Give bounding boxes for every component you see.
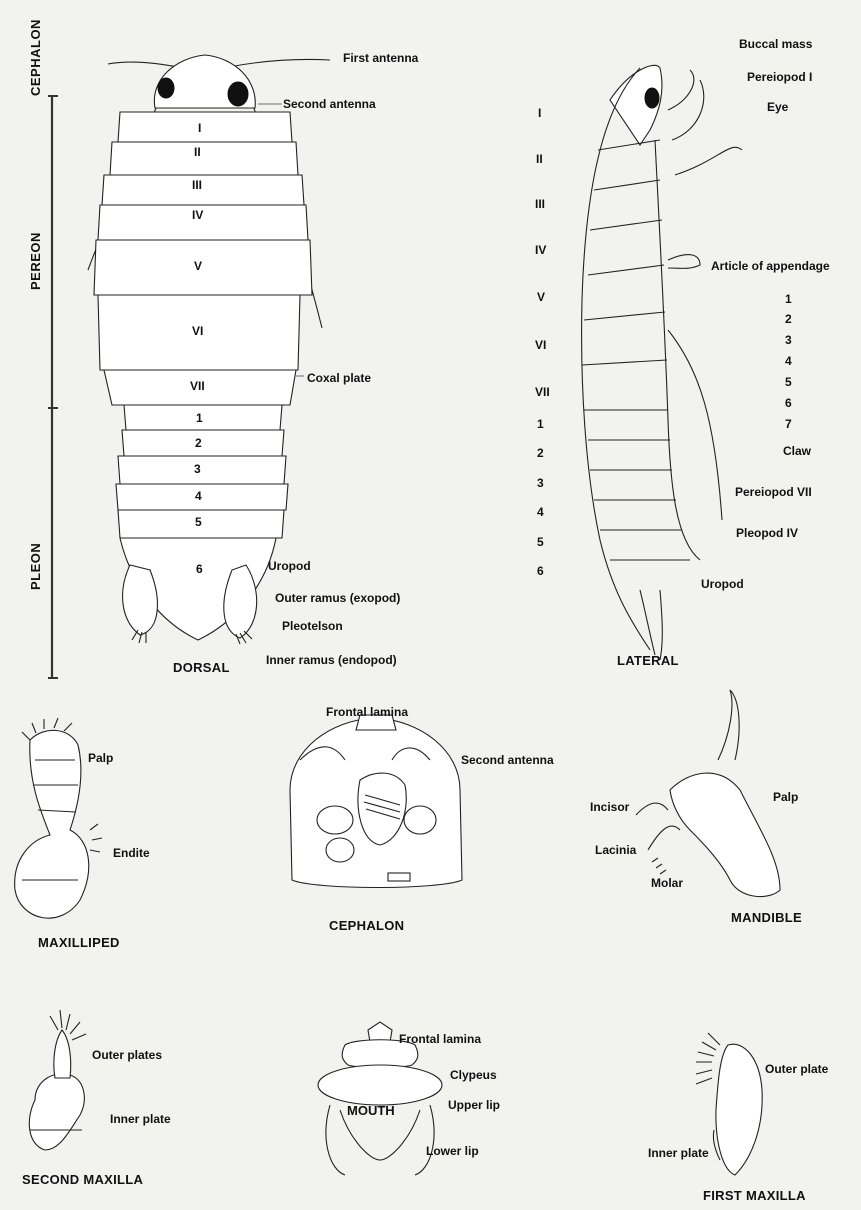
lateral-isopod-drawing	[582, 65, 742, 660]
label-mouth: MOUTH	[347, 1104, 395, 1118]
caption-maxilliped: MAXILLIPED	[38, 936, 120, 950]
dorsal-isopod-drawing	[88, 55, 330, 644]
label-first-antenna: First antenna	[343, 51, 418, 65]
caption-first-maxilla: FIRST MAXILLA	[703, 1189, 806, 1203]
label-eye: Eye	[767, 100, 788, 114]
label-cephalon-second-antenna: Second antenna	[461, 753, 554, 767]
lateral-segment-label: VI	[535, 338, 546, 352]
label-coxal-plate: Coxal plate	[307, 371, 371, 385]
label-mouth-frontal-lamina: Frontal lamina	[399, 1032, 481, 1046]
dorsal-segment-label: 2	[195, 436, 202, 450]
section-label-pereon: PEREON	[28, 232, 43, 290]
lateral-segment-label: 1	[537, 417, 544, 431]
lateral-segment-label: 4	[537, 505, 544, 519]
label-lateral-uropod: Uropod	[701, 577, 744, 591]
section-brackets	[48, 96, 58, 678]
article-number: 2	[785, 312, 792, 326]
dorsal-segment-label: 4	[195, 489, 202, 503]
lateral-segment-label: 2	[537, 446, 544, 460]
lateral-segment-label: 5	[537, 535, 544, 549]
label-upper-lip: Upper lip	[448, 1098, 500, 1112]
article-number: 7	[785, 417, 792, 431]
lateral-segment-label: 3	[537, 476, 544, 490]
label-second-maxilla-inner-plate: Inner plate	[110, 1112, 171, 1126]
label-maxilliped-endite: Endite	[113, 846, 150, 860]
article-number: 1	[785, 292, 792, 306]
label-article-of-appendage: Article of appendage	[711, 259, 830, 273]
dorsal-segment-label: V	[194, 259, 202, 273]
label-pereiopod-vii: Pereiopod VII	[735, 485, 812, 499]
dorsal-segment-label: I	[198, 121, 201, 135]
label-incisor: Incisor	[590, 800, 629, 814]
caption-second-maxilla: SECOND MAXILLA	[22, 1173, 143, 1187]
label-pereiopod-i: Pereiopod I	[747, 70, 812, 84]
dorsal-segment-label: 1	[196, 411, 203, 425]
caption-lateral: LATERAL	[617, 654, 679, 668]
cephalon-ventral-drawing	[290, 715, 462, 888]
dorsal-segment-label: VI	[192, 324, 203, 338]
label-claw: Claw	[783, 444, 811, 458]
label-lower-lip: Lower lip	[426, 1144, 479, 1158]
section-label-pleon: PLEON	[28, 543, 43, 590]
lateral-segment-label: VII	[535, 385, 550, 399]
label-buccal-mass: Buccal mass	[739, 37, 812, 51]
label-dorsal-uropod: Uropod	[268, 559, 311, 573]
section-label-cephalon: CEPHALON	[28, 19, 43, 96]
lateral-segment-label: II	[536, 152, 543, 166]
article-number: 6	[785, 396, 792, 410]
caption-mandible: MANDIBLE	[731, 911, 802, 925]
dorsal-segment-label: IV	[192, 208, 203, 222]
second-maxilla-drawing	[29, 1010, 86, 1150]
label-first-maxilla-inner-plate: Inner plate	[648, 1146, 709, 1160]
label-first-maxilla-outer-plate: Outer plate	[765, 1062, 828, 1076]
label-cephalon-frontal-lamina: Frontal lamina	[326, 705, 408, 719]
lateral-segment-label: 6	[537, 564, 544, 578]
dorsal-segment-label: II	[194, 145, 201, 159]
dorsal-segment-label: 3	[194, 462, 201, 476]
caption-dorsal: DORSAL	[173, 661, 230, 675]
label-mandible-palp: Palp	[773, 790, 798, 804]
mandible-drawing	[636, 690, 780, 897]
lateral-segment-label: I	[538, 106, 541, 120]
label-inner-ramus: Inner ramus (endopod)	[266, 653, 397, 667]
lateral-segment-label: V	[537, 290, 545, 304]
dorsal-segment-label: III	[192, 178, 202, 192]
dorsal-segment-label: 6	[196, 562, 203, 576]
label-outer-ramus: Outer ramus (exopod)	[275, 591, 400, 605]
dorsal-segment-label: 5	[195, 515, 202, 529]
dorsal-segment-label: VII	[190, 379, 205, 393]
maxilliped-drawing	[15, 718, 102, 918]
lateral-segment-label: III	[535, 197, 545, 211]
caption-cephalon: CEPHALON	[329, 919, 404, 933]
article-number: 5	[785, 375, 792, 389]
article-number: 4	[785, 354, 792, 368]
label-pleotelson: Pleotelson	[282, 619, 343, 633]
label-maxilliped-palp: Palp	[88, 751, 113, 765]
article-number: 3	[785, 333, 792, 347]
label-second-antenna: Second antenna	[283, 97, 376, 111]
lateral-segment-label: IV	[535, 243, 546, 257]
label-pleopod-iv: Pleopod IV	[736, 526, 798, 540]
label-clypeus: Clypeus	[450, 1068, 497, 1082]
label-outer-plates: Outer plates	[92, 1048, 162, 1062]
label-molar: Molar	[651, 876, 683, 890]
label-lacinia: Lacinia	[595, 843, 636, 857]
